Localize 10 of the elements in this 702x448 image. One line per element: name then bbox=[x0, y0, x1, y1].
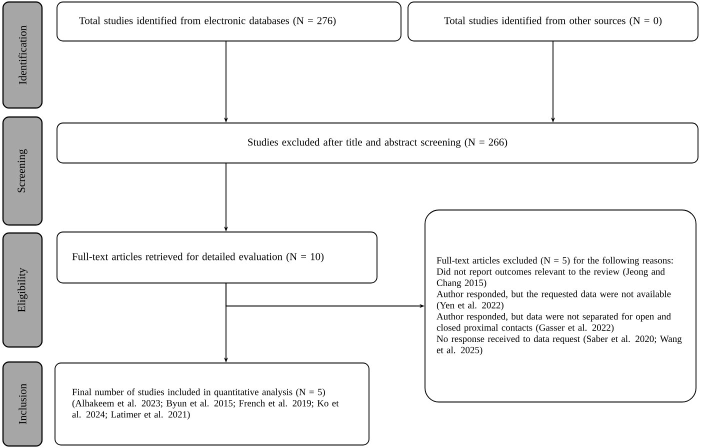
stage-label: Eligibility bbox=[2, 232, 43, 348]
stage-label: Identification bbox=[2, 1, 43, 109]
stage-label: Inclusion bbox=[2, 361, 43, 447]
stage-label: Screening bbox=[2, 116, 43, 226]
process-box: Total studies identified from electronic databases (N = 276) bbox=[56, 2, 402, 42]
exclusion-box: Full-text articles excluded (N = 5) for the following reasons: Did not report outcomes relevant to the review (Jeong and Chang 2015) Author responded, but the requested data were not available (Yen et al. 2022) Author responded, but data were not separated for open and closed proximal contacts (Gasser et al. 2022) No response received to data request (Saber et al. 2020; Wang et al. 2025) bbox=[424, 210, 696, 402]
process-box: Full-text articles retrieved for detailed evaluation (N = 10) bbox=[56, 232, 378, 284]
process-box: Studies excluded after title and abstract screening (N = 266) bbox=[56, 122, 698, 164]
process-box: Total studies identified from other sources (N = 0) bbox=[408, 2, 698, 42]
process-box: Final number of studies included in quantitative analysis (N = 5) (Alhakeem et al. 2023; Byun et al. 2015; French et al. 2019; Ko et al. 2024; Latimer et al. 2021) bbox=[54, 362, 370, 446]
